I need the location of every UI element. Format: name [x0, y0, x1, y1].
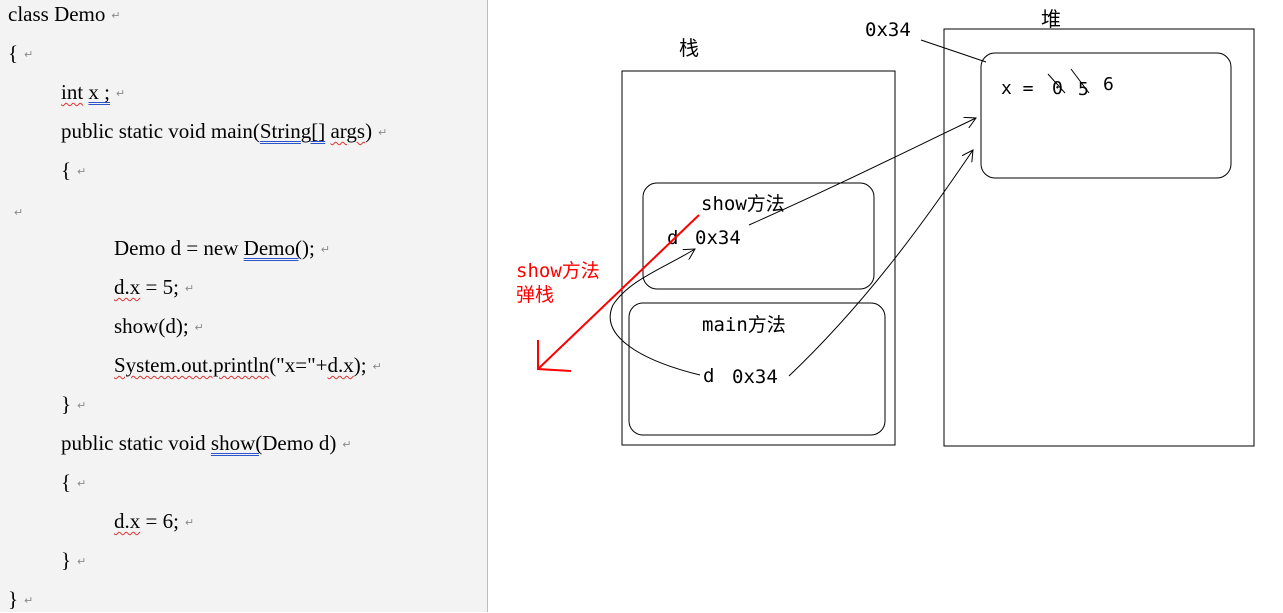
pilcrow-icon: ↵ — [320, 244, 331, 257]
pop-stack-label-line1: show方法 — [516, 260, 600, 282]
code-line-2: {↵ — [8, 41, 34, 65]
pilcrow-icon: ↵ — [14, 207, 24, 220]
code-line-5: {↵ — [61, 158, 87, 182]
show-var-d: d — [667, 227, 678, 249]
code-line-14: d.x = 6;↵ — [114, 509, 195, 533]
code-line-11: }↵ — [61, 392, 87, 416]
heap-object — [980, 52, 1232, 179]
show-var-address: 0x34 — [695, 227, 741, 249]
code-line-8: d.x = 5;↵ — [114, 275, 195, 299]
object-old-value-5: 5 — [1078, 79, 1089, 100]
pilcrow-icon: ↵ — [184, 517, 195, 530]
pilcrow-icon: ↵ — [111, 10, 121, 23]
main-ref-arrow — [788, 150, 973, 377]
heap-address-pointer — [920, 39, 987, 63]
strike-out-0 — [1047, 73, 1066, 94]
main-var-d: d — [703, 365, 714, 387]
show-frame — [642, 182, 875, 290]
pilcrow-icon: ↵ — [378, 127, 388, 140]
code-line-4: public static void main(String[] args)↵ — [61, 119, 388, 143]
memory-diagram: 栈 show方法 d 0x34 main方法 d 0x34 堆 0x34 x =… — [516, 7, 1255, 447]
pilcrow-icon: ↵ — [194, 322, 204, 335]
strike-out-5 — [1070, 68, 1090, 94]
heap-object-address: 0x34 — [865, 19, 911, 41]
pop-stack-arrow-head — [537, 340, 572, 372]
object-field-x: x = — [1001, 78, 1044, 99]
heap-region — [943, 28, 1255, 447]
pop-stack-label-line2: 弹栈 — [516, 284, 554, 306]
object-old-value-0: 0 — [1052, 78, 1063, 99]
code-panel: class Demo↵ {↵ int x ;↵ public static vo… — [0, 0, 488, 612]
pilcrow-icon: ↵ — [77, 556, 87, 569]
pilcrow-icon: ↵ — [184, 283, 195, 296]
code-line-13: {↵ — [61, 470, 87, 494]
code-line-16: }↵ — [8, 587, 34, 611]
heap-title: 堆 — [1041, 7, 1061, 31]
param-pass-arrow — [609, 249, 701, 376]
code-line-15: }↵ — [61, 548, 87, 572]
main-frame — [628, 302, 886, 436]
object-current-value: 6 — [1103, 74, 1114, 95]
code-line-1: class Demo↵ — [8, 2, 121, 26]
stack-title: 栈 — [679, 36, 699, 60]
pop-stack-arrow — [537, 214, 700, 370]
code-line-3: int x ;↵ — [61, 80, 126, 104]
pilcrow-icon: ↵ — [77, 166, 87, 179]
pilcrow-icon: ↵ — [77, 478, 87, 491]
pilcrow-icon: ↵ — [24, 595, 34, 608]
main-var-address: 0x34 — [732, 366, 778, 388]
pilcrow-icon: ↵ — [77, 400, 87, 413]
code-line-10: System.out.println("x="+d.x);↵ — [114, 353, 382, 377]
pilcrow-icon: ↵ — [24, 49, 34, 62]
code-line-7: Demo d = new Demo();↵ — [114, 236, 331, 260]
pilcrow-icon: ↵ — [116, 88, 126, 101]
pilcrow-icon: ↵ — [342, 439, 352, 452]
main-frame-title: main方法 — [702, 314, 786, 336]
show-ref-arrow — [748, 118, 976, 226]
pilcrow-icon: ↵ — [372, 361, 382, 374]
show-frame-title: show方法 — [701, 193, 785, 215]
code-line-12: public static void show(Demo d)↵ — [61, 431, 352, 455]
code-line-6: ↵ — [8, 199, 23, 225]
code-line-9: show(d);↵ — [114, 314, 204, 338]
stack-region — [621, 70, 896, 446]
